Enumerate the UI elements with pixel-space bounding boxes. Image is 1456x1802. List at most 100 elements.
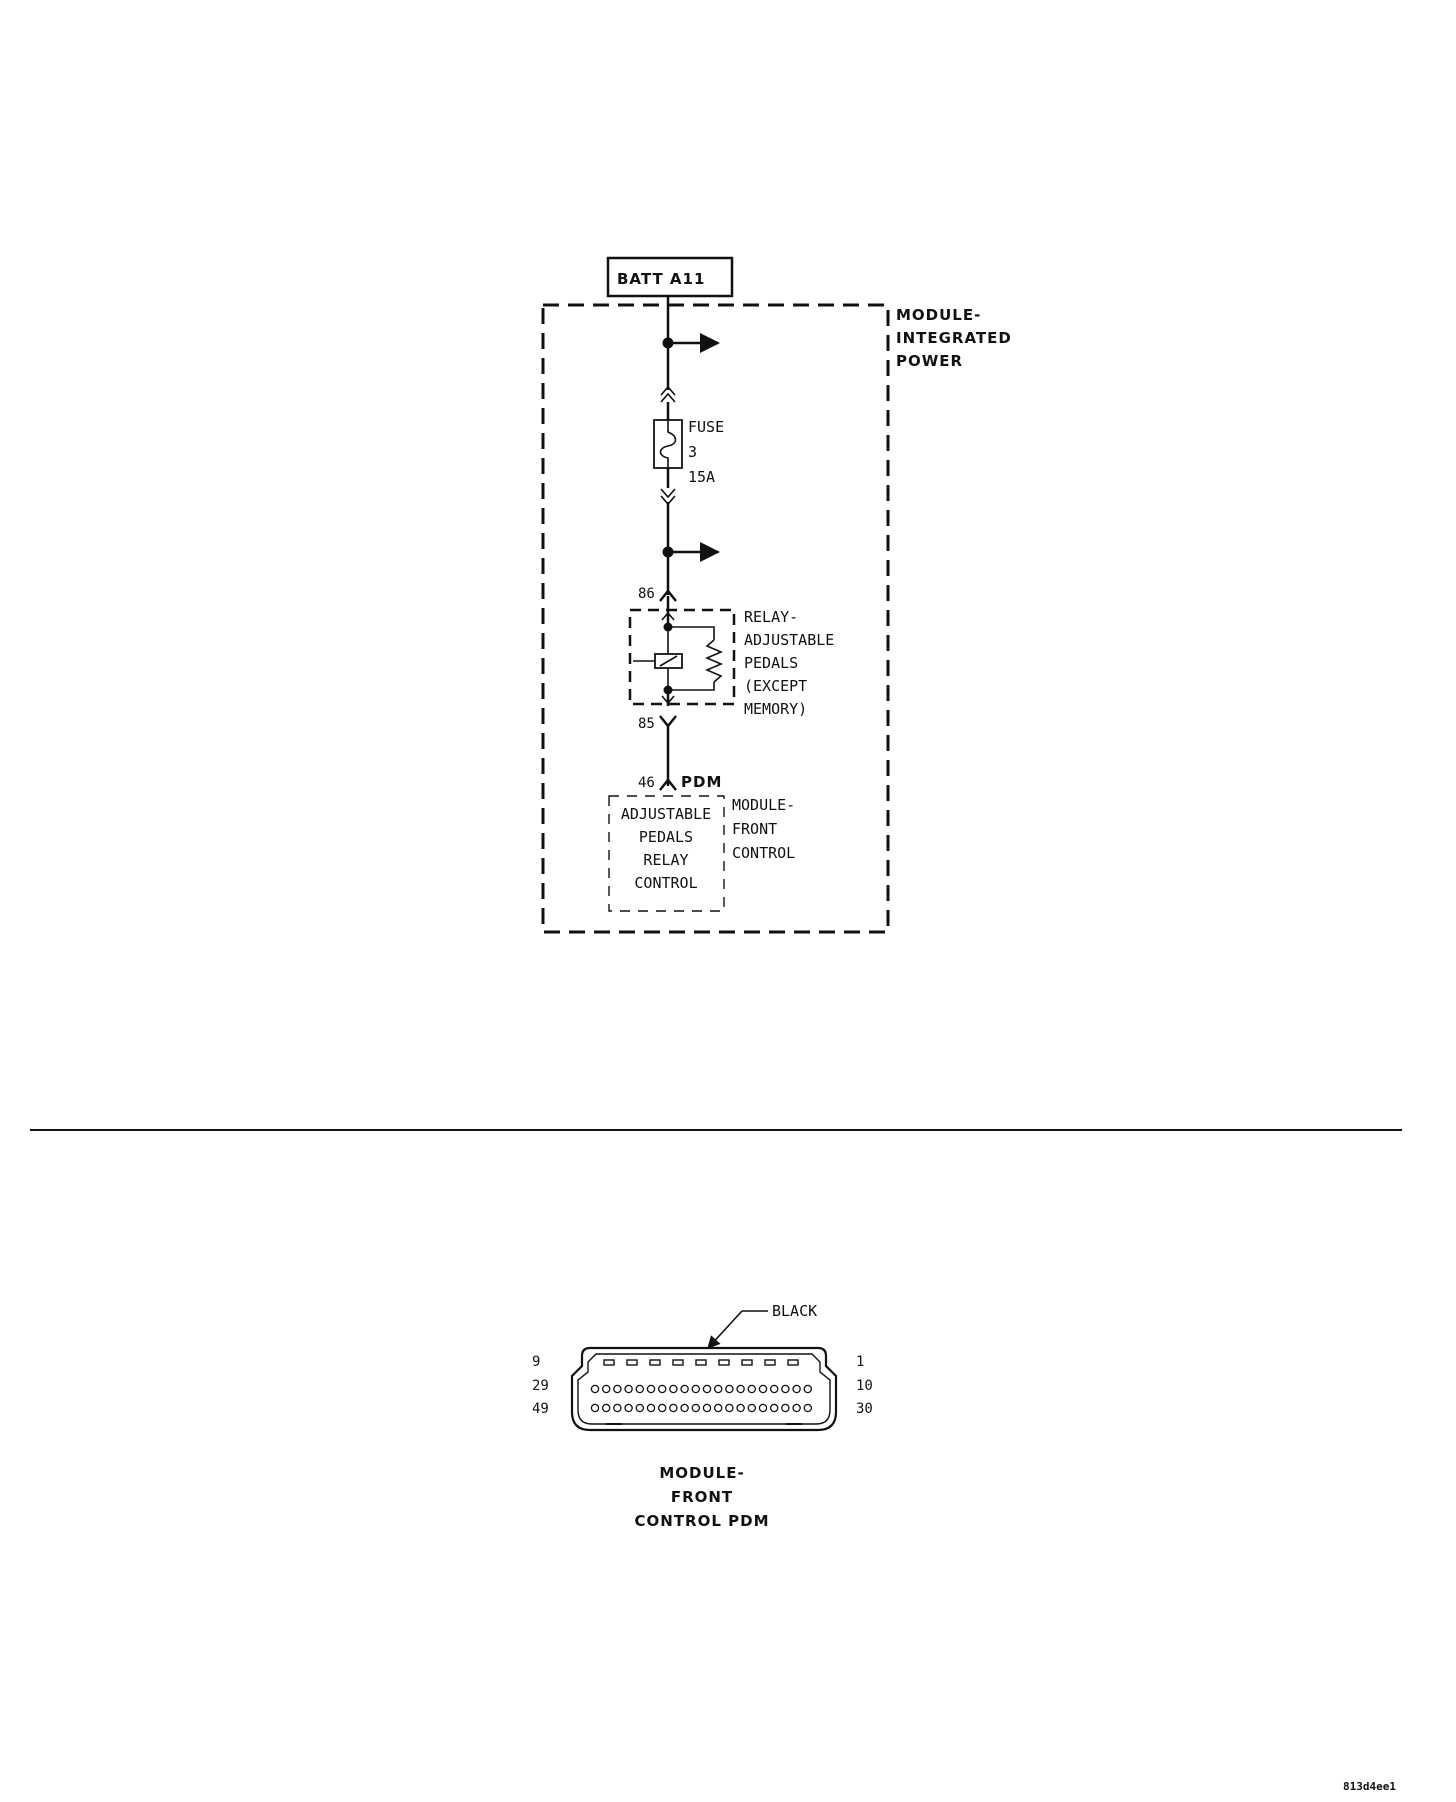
relay-label: RELAY- ADJUSTABLE PEDALS (EXCEPT MEMORY) bbox=[744, 608, 834, 718]
connector-pin bbox=[747, 1384, 757, 1394]
fcm-connector-label: PDM bbox=[681, 773, 722, 791]
fcm-label: MODULE- FRONT CONTROL bbox=[732, 796, 795, 862]
connector-title-line-1: MODULE- bbox=[659, 1464, 744, 1482]
connector-pin bbox=[669, 1384, 678, 1394]
fuse-label-rating: 15A bbox=[688, 468, 715, 486]
connector-pin bbox=[769, 1384, 779, 1394]
relay-label-line-5: MEMORY) bbox=[744, 700, 807, 718]
connector-pin bbox=[787, 1359, 799, 1366]
connector-pin bbox=[713, 1403, 723, 1413]
connector-title: MODULE- FRONT CONTROL PDM bbox=[635, 1464, 770, 1530]
control-label-line-4: CONTROL bbox=[634, 874, 697, 892]
fcm-label-line-1: MODULE- bbox=[732, 796, 795, 814]
ipm-label: MODULE- INTEGRATED POWER bbox=[896, 306, 1012, 370]
pin-label-right-bottom: 30 bbox=[856, 1401, 873, 1417]
connector-pin-row-1 bbox=[603, 1359, 799, 1366]
relay-resistor bbox=[704, 639, 724, 683]
pin-label-right-top: 1 bbox=[856, 1354, 864, 1370]
fuse-label-name: FUSE bbox=[688, 418, 724, 436]
connector-pin-row-2 bbox=[590, 1384, 813, 1394]
connector-pin bbox=[725, 1384, 734, 1394]
source-box bbox=[606, 256, 734, 298]
connector-pin bbox=[713, 1384, 723, 1394]
fcm-label-line-2: FRONT bbox=[732, 820, 777, 838]
relay-coil-slash bbox=[659, 655, 678, 667]
fuse bbox=[653, 419, 683, 469]
pin-label-left-bottom: 49 bbox=[532, 1401, 549, 1417]
connector-pin bbox=[758, 1384, 768, 1394]
connector-pin bbox=[646, 1384, 656, 1394]
connector-color-callout: BLACK bbox=[772, 1302, 817, 1320]
source-label: BATT A11 bbox=[617, 270, 705, 288]
relay-boundary bbox=[628, 608, 736, 706]
fcm-label-line-3: CONTROL bbox=[732, 844, 795, 862]
connector-pin bbox=[590, 1403, 600, 1413]
connector-pin bbox=[792, 1403, 801, 1413]
connector-pin bbox=[680, 1384, 689, 1394]
relay-chevron-top bbox=[661, 611, 675, 621]
ipm-boundary bbox=[541, 303, 890, 934]
fuse-label-number: 3 bbox=[688, 443, 697, 461]
connector-pin bbox=[603, 1359, 615, 1366]
connector-title-line-2: FRONT bbox=[671, 1488, 733, 1506]
connector-pin bbox=[803, 1403, 813, 1413]
connector-pin-row-3 bbox=[590, 1403, 813, 1413]
control-label: ADJUSTABLE PEDALS RELAY CONTROL bbox=[621, 805, 711, 892]
connector-pin bbox=[680, 1403, 689, 1413]
control-label-line-3: RELAY bbox=[643, 851, 688, 869]
pin-label-left-top: 9 bbox=[532, 1354, 540, 1370]
pin-46-connector bbox=[659, 777, 677, 791]
figure-code: 813d4ee1 bbox=[1343, 1780, 1396, 1793]
control-label-line-1: ADJUSTABLE bbox=[621, 805, 711, 823]
pin-85-label: 85 bbox=[638, 716, 655, 732]
connector-pin bbox=[702, 1384, 712, 1394]
pin-86-connector bbox=[659, 588, 677, 602]
ipm-label-line-2: INTEGRATED bbox=[896, 329, 1012, 347]
connector-title-line-3: CONTROL PDM bbox=[635, 1512, 770, 1530]
fuse-label: FUSE 3 15A bbox=[688, 418, 724, 486]
relay-label-line-1: RELAY- bbox=[744, 608, 798, 626]
connector-pin bbox=[702, 1403, 712, 1413]
connector-pin bbox=[747, 1403, 757, 1413]
connector-pin bbox=[691, 1403, 701, 1413]
fuse-chevron-lower-1 bbox=[660, 488, 676, 499]
pin-85-connector bbox=[659, 715, 677, 729]
connector-pin bbox=[601, 1403, 611, 1413]
connector-pin bbox=[624, 1384, 633, 1394]
pin-46-label: 46 bbox=[638, 775, 655, 791]
pin-86-label: 86 bbox=[638, 586, 655, 602]
ipm-label-line-3: POWER bbox=[896, 352, 963, 370]
fcm-control-boundary bbox=[608, 795, 725, 912]
connector-pin bbox=[669, 1403, 678, 1413]
connector-pin bbox=[736, 1403, 745, 1413]
relay-resistor-loop bbox=[668, 626, 715, 640]
relay-label-line-2: ADJUSTABLE bbox=[744, 631, 834, 649]
relay-label-line-3: PEDALS bbox=[744, 654, 798, 672]
connector-pin bbox=[718, 1359, 730, 1366]
pin-label-left-middle: 29 bbox=[532, 1378, 549, 1394]
relay-resistor-return bbox=[668, 682, 715, 691]
fuse-element bbox=[659, 420, 677, 468]
relay-label-line-4: (EXCEPT bbox=[744, 677, 807, 695]
connector-pin bbox=[635, 1384, 645, 1394]
connector-pin bbox=[725, 1403, 734, 1413]
callout-arrow bbox=[707, 1310, 743, 1349]
connector-pin bbox=[691, 1384, 701, 1394]
connector-pin bbox=[657, 1403, 667, 1413]
connector-inner-outline bbox=[577, 1353, 831, 1425]
connector-pin bbox=[792, 1384, 801, 1394]
fuse-chevron-upper-2 bbox=[660, 392, 676, 403]
connector-pin bbox=[613, 1403, 622, 1413]
connector-pin bbox=[646, 1403, 656, 1413]
connector-pin bbox=[764, 1359, 776, 1366]
connector-pin bbox=[657, 1384, 667, 1394]
connector-pin bbox=[624, 1403, 633, 1413]
ipm-label-line-1: MODULE- bbox=[896, 306, 981, 324]
pin-label-right-middle: 10 bbox=[856, 1378, 873, 1394]
connector-pin bbox=[635, 1403, 645, 1413]
connector-pin bbox=[741, 1359, 753, 1366]
connector-pin bbox=[613, 1384, 622, 1394]
connector-pin bbox=[758, 1403, 768, 1413]
connector-pin bbox=[803, 1384, 813, 1394]
